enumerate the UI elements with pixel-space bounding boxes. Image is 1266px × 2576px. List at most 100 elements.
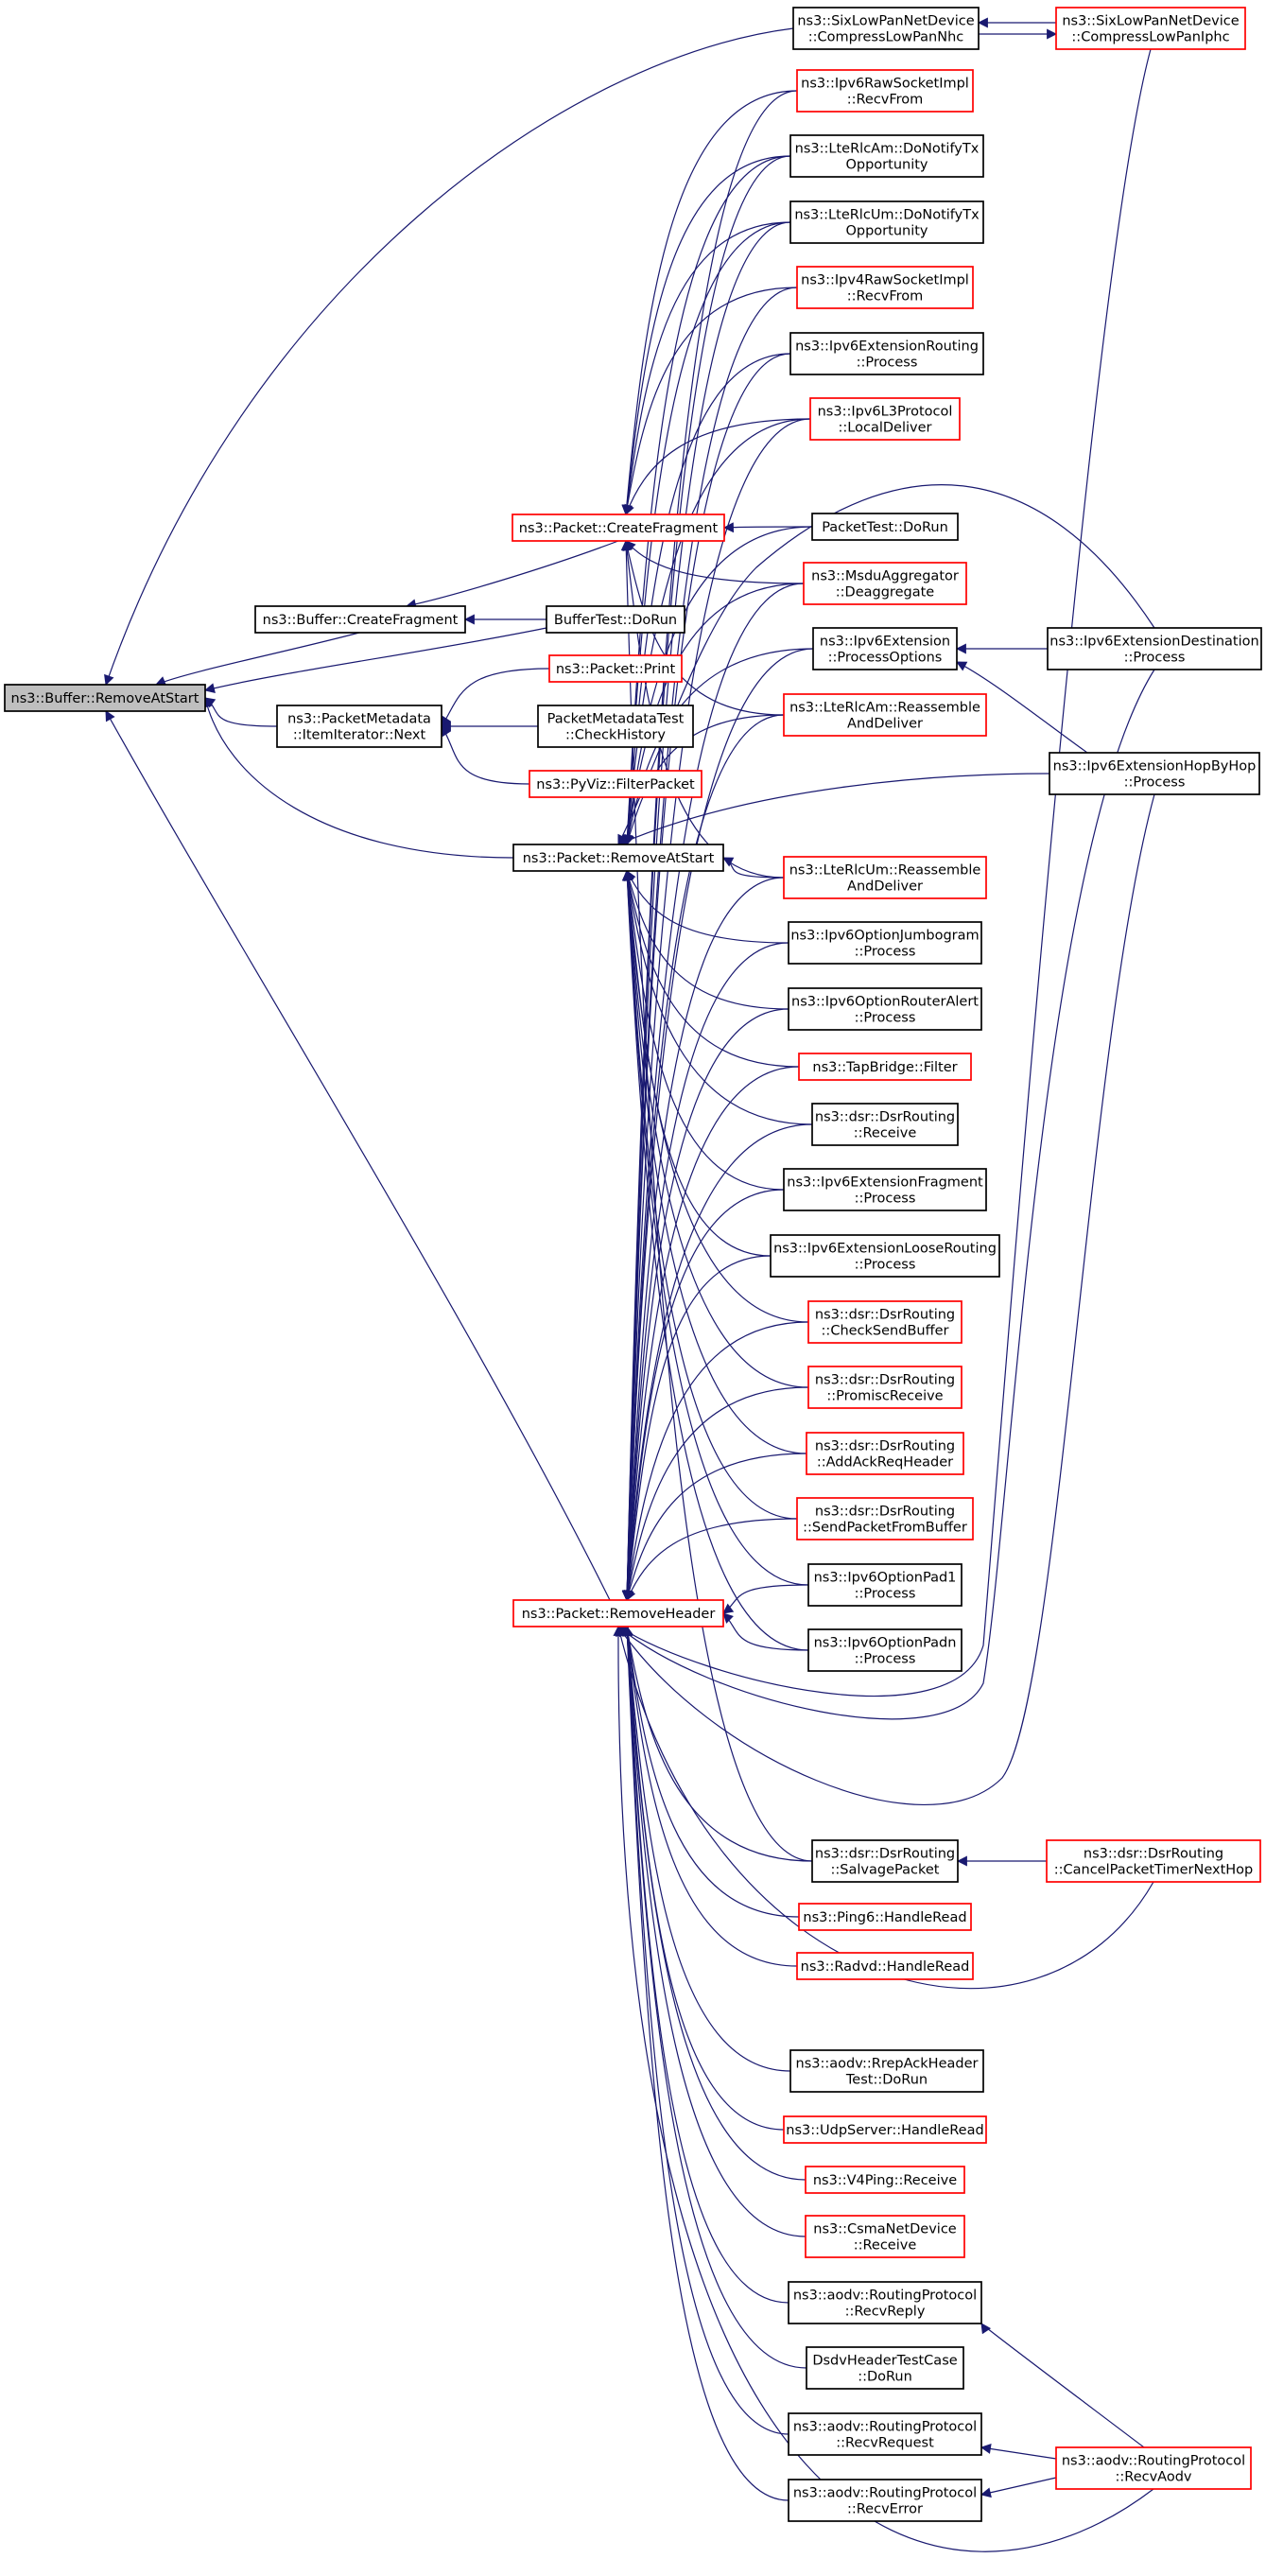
node-packetmetadatatest_checkhistory[interactable]: PacketMetadataTest::CheckHistory [537, 705, 694, 748]
node-buffertest_dorun[interactable]: BufferTest::DoRun [546, 605, 685, 634]
node-dsrrouting_sendpacketfrombuffer[interactable]: ns3::dsr::DsrRouting::SendPacketFromBuff… [796, 1497, 974, 1540]
node-sixlowpan_iphc[interactable]: ns3::SixLowPanNetDevice::CompressLowPanI… [1055, 7, 1246, 50]
edge-path [980, 2477, 1057, 2498]
node-label: Test::DoRun [845, 2073, 928, 2088]
node-ipv6optrouteralert_process[interactable]: ns3::Ipv6OptionRouterAlert::Process [788, 987, 982, 1031]
edge-path [441, 668, 550, 727]
node-aodv_recverror[interactable]: ns3::aodv::RoutingProtocol::RecvError [788, 2479, 982, 2522]
node-ipv6extdestination_process[interactable]: ns3::Ipv6ExtensionDestination::Process [1047, 627, 1262, 670]
node-label: ns3::aodv::RoutingProtocol [793, 2486, 977, 2501]
node-box [783, 2115, 987, 2144]
node-label: ::Deaggregate [836, 585, 934, 600]
node-udpserver_handleread[interactable]: ns3::UdpServer::HandleRead [783, 2115, 987, 2144]
node-box [812, 627, 958, 670]
edge-ipv6extfragment_process-to-packet_removeatstart [622, 869, 785, 1191]
node-ipv6optpad1_process[interactable]: ns3::Ipv6OptionPad1::Process [807, 1563, 963, 1607]
node-packet_removeatstart[interactable]: ns3::Packet::RemoveAtStart [512, 844, 724, 872]
node-ipv6ext_processoptions[interactable]: ns3::Ipv6Extension::ProcessOptions [812, 627, 958, 670]
node-label: DsdvHeaderTestCase [812, 2354, 957, 2369]
edge-path [622, 869, 809, 1586]
edge-aodv_recvrequest-to-packet_removeheader [621, 1625, 789, 2435]
edge-aodv_recvaodv-to-aodv_recverror [980, 2477, 1057, 2498]
node-csmanetdevice_receive[interactable]: ns3::CsmaNetDevice::Receive [805, 2215, 965, 2258]
edge-path [615, 1625, 1154, 1990]
edge-path [203, 627, 547, 694]
node-dsrrouting_checksendbuffer[interactable]: ns3::dsr::DsrRouting::CheckSendBuffer [807, 1300, 963, 1344]
node-ipv4rawsocket_recvfrom[interactable]: ns3::Ipv4RawSocketImpl::RecvFrom [796, 266, 974, 309]
node-box [796, 69, 974, 113]
node-ipv6exthopbyhop_process[interactable]: ns3::Ipv6ExtensionHopByHop::Process [1049, 752, 1260, 795]
node-packet_removeheader[interactable]: ns3::Packet::RemoveHeader [512, 1599, 724, 1627]
edge-ipv6optpadn_process-to-packet_removeheader [722, 1612, 809, 1651]
node-radvd_handleread[interactable]: ns3::Radvd::HandleRead [796, 1952, 974, 1980]
node-label: ns3::CsmaNetDevice [813, 2222, 957, 2237]
node-label: ns3::Buffer::CreateFragment [263, 613, 459, 628]
node-label: ns3::PacketMetadata [287, 712, 431, 727]
node-ipv6optjumbogram_process[interactable]: ns3::Ipv6OptionJumbogram::Process [788, 921, 982, 965]
edge-ltercam_reassemble-to-packet_removeatstart [624, 714, 785, 846]
edge-ipv6extfragment_process-to-packet_removeheader [622, 1189, 785, 1602]
node-dsdvheadertest_dorun[interactable]: DsdvHeaderTestCase::DoRun [806, 2346, 964, 2390]
node-aodv_recvaodv[interactable]: ns3::aodv::RoutingProtocol::RecvAodv [1055, 2446, 1252, 2490]
node-aodv_recvrequest[interactable]: ns3::aodv::RoutingProtocol::RecvRequest [788, 2412, 982, 2456]
node-label: ::Receive [854, 2238, 917, 2254]
node-dsrrouting_promiscreceive[interactable]: ns3::dsr::DsrRouting::PromiscReceive [807, 1366, 963, 1409]
node-ipv6extfragment_process[interactable]: ns3::Ipv6ExtensionFragment::Process [783, 1168, 987, 1211]
node-label: ::CompressLowPanIphc [1071, 30, 1229, 45]
edge-path [622, 869, 809, 1388]
edge-path [405, 540, 619, 610]
node-box [788, 2412, 982, 2456]
edge-path [722, 1584, 809, 1614]
edge-ipv6optrouteralert_process-to-packet_removeatstart [624, 869, 789, 1010]
node-box [537, 705, 694, 748]
node-label: ::Process [857, 356, 918, 371]
node-tapbridge_filter[interactable]: ns3::TapBridge::Filter [798, 1053, 972, 1081]
node-label: ns3::V4Ping::Receive [813, 2173, 957, 2188]
node-sixlowpan_nhc[interactable]: ns3::SixLowPanNetDevice::CompressLowPanN… [792, 7, 980, 50]
edge-path [980, 2323, 1145, 2448]
edge-path [622, 1255, 772, 1602]
edge-path [622, 869, 785, 1191]
edge-path [622, 1625, 800, 1918]
node-label: Opportunity [845, 158, 928, 173]
node-dsrrouting_salvagepacket[interactable]: ns3::dsr::DsrRouting::SalvagePacket [811, 1839, 959, 1883]
node-dsrrouting_addackreqheader[interactable]: ns3::dsr::DsrRouting::AddAckReqHeader [806, 1432, 964, 1475]
node-buffer_createfragment[interactable]: ns3::Buffer::CreateFragment [254, 605, 466, 634]
node-ipv6extlooserouting_process[interactable]: ns3::Ipv6ExtensionLooseRouting::Process [770, 1234, 1000, 1278]
node-aodv_recvreply[interactable]: ns3::aodv::RoutingProtocol::RecvReply [788, 2281, 982, 2324]
node-label: ::Process [855, 1258, 916, 1273]
node-packetmetadata_next[interactable]: ns3::PacketMetadata::ItemIterator::Next [276, 705, 442, 748]
edge-ipv6extlooserouting_process-to-packet_removeheader [622, 1255, 772, 1602]
node-label: ns3::dsr::DsrRouting [815, 1373, 955, 1388]
node-v4ping_receive[interactable]: ns3::V4Ping::Receive [805, 2166, 965, 2194]
node-ipv6optpadn_process[interactable]: ns3::Ipv6OptionPadn::Process [807, 1628, 963, 1672]
node-packet_createfragment[interactable]: ns3::Packet::CreateFragment [512, 513, 725, 542]
edge-dsrrouting_promiscreceive-to-packet_removeatstart [622, 869, 809, 1388]
node-ipv6rawsocket_recvfrom[interactable]: ns3::Ipv6RawSocketImpl::RecvFrom [796, 69, 974, 113]
edge-path [624, 869, 789, 1010]
node-ping6_handleread[interactable]: ns3::Ping6::HandleRead [798, 1903, 972, 1931]
node-buffer_removeatstart: ns3::Buffer::RemoveAtStart [4, 684, 206, 712]
node-ipv6extrouting_process[interactable]: ns3::Ipv6ExtensionRouting::Process [789, 332, 984, 375]
node-dsrrouting_canceltimer[interactable]: ns3::dsr::DsrRouting::CancelPacketTimerN… [1046, 1839, 1261, 1883]
node-packet_print[interactable]: ns3::Packet::Print [548, 654, 683, 683]
node-msduaggregator_deaggregate[interactable]: ns3::MsduAggregator::Deaggregate [803, 562, 967, 605]
node-ipv6l3_localdeliver[interactable]: ns3::Ipv6L3Protocol::LocalDeliver [809, 397, 961, 441]
node-dsrrouting_receive[interactable]: ns3::dsr::DsrRouting::Receive [811, 1103, 959, 1146]
edge-path [613, 1625, 1154, 2552]
node-pyviz_filterpacket[interactable]: ns3::PyViz::FilterPacket [529, 770, 702, 798]
node-label: AndDeliver [847, 717, 923, 732]
node-packettest_dorun[interactable]: PacketTest::DoRun [811, 513, 959, 541]
edge-path [201, 696, 514, 859]
edge-path [624, 1453, 807, 1602]
edge-dsrrouting_checksendbuffer-to-packet_removeheader [622, 1321, 809, 1602]
node-box [1055, 7, 1246, 50]
node-label: ns3::dsr::DsrRouting [815, 1308, 955, 1323]
edge-msduaggregator_deaggregate-to-packet_createfragment [625, 540, 805, 584]
edge-path [616, 773, 1050, 846]
